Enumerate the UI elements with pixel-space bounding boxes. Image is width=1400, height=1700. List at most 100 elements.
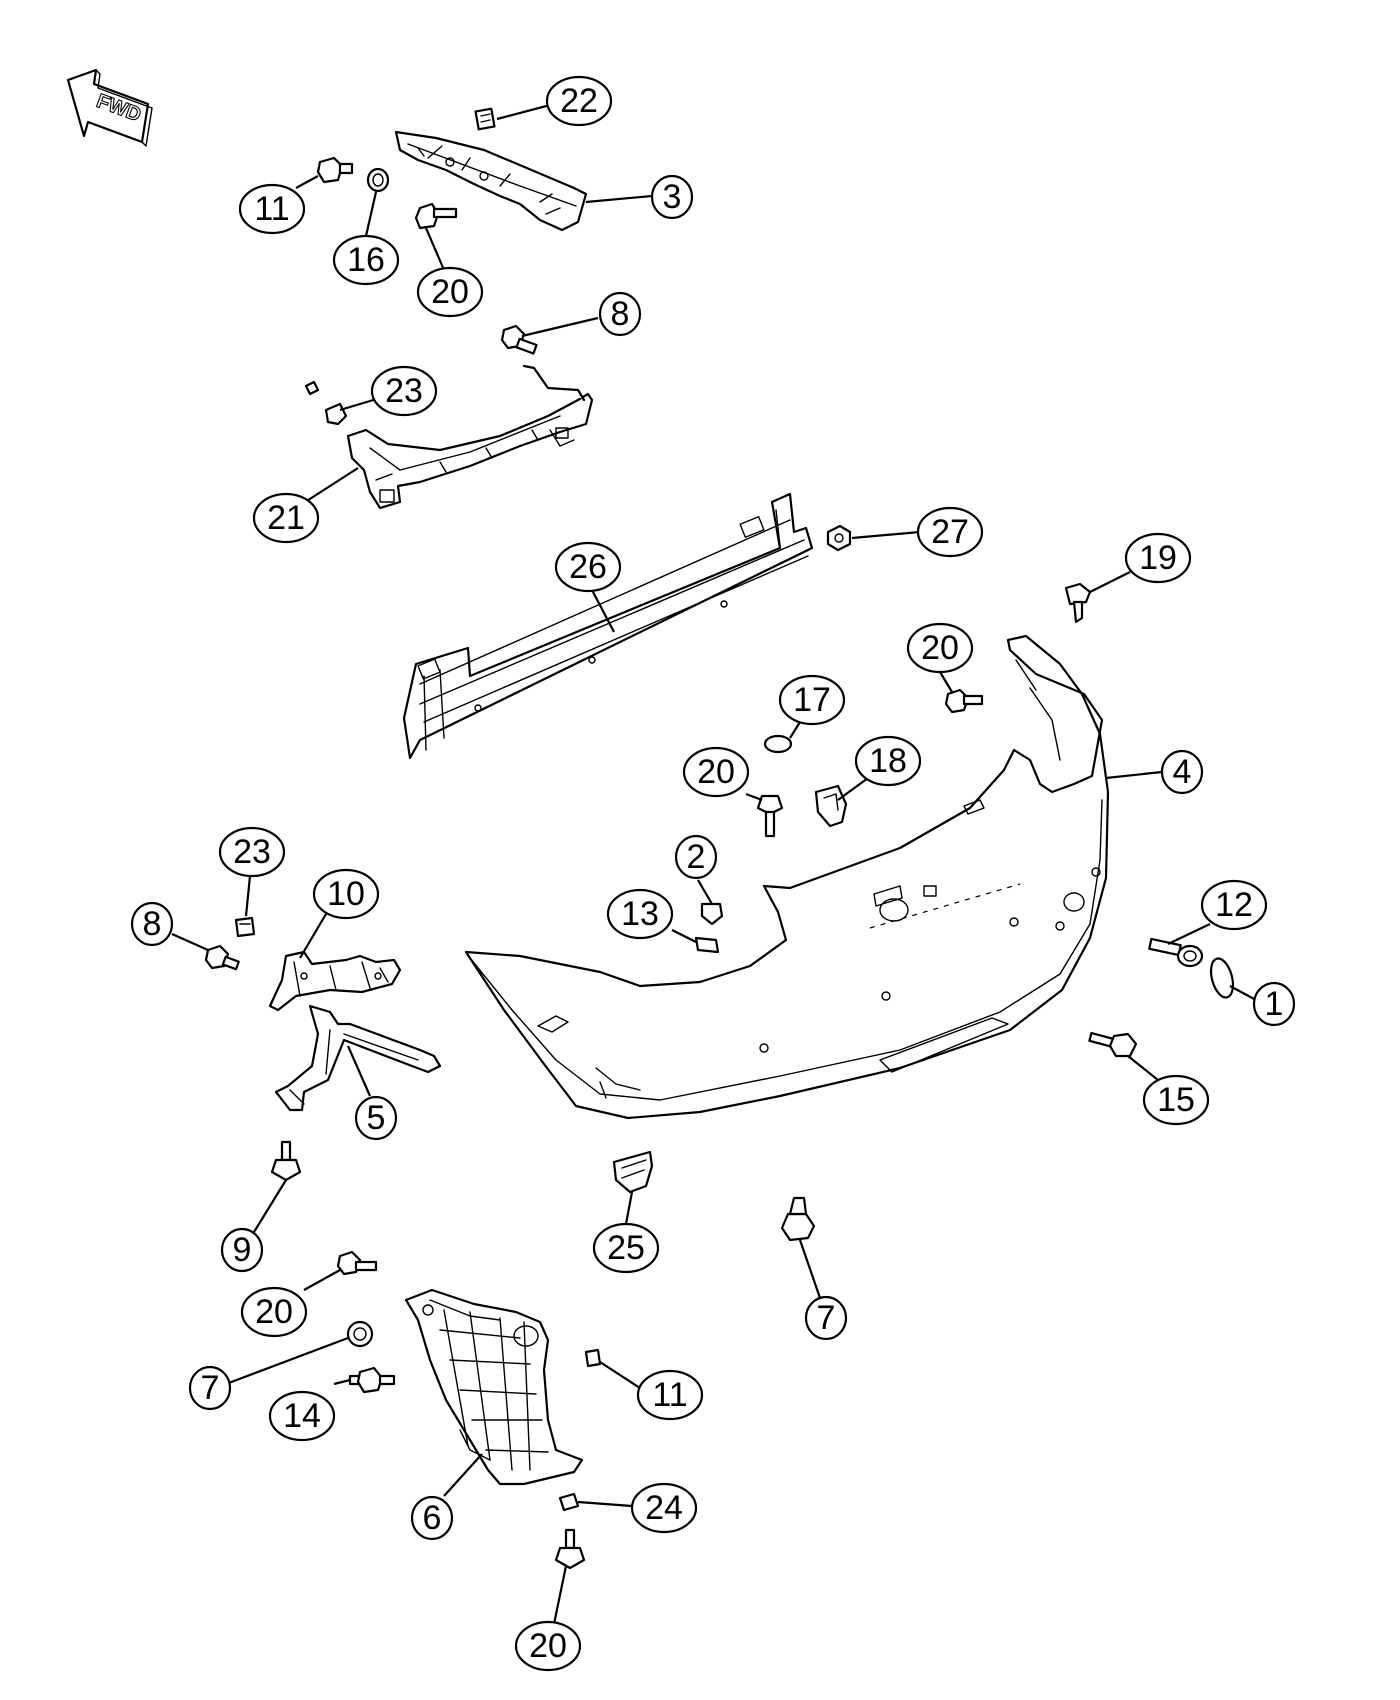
callout-20-top: 20	[416, 227, 484, 318]
callout-20-mid-label: 20	[921, 629, 959, 667]
callout-8-lower: 8	[130, 901, 209, 952]
part-6-splash-shield	[404, 1288, 584, 1486]
callout-20-bottom-label: 20	[529, 1627, 567, 1665]
part-5-lower-support	[274, 1004, 442, 1112]
callout-24-label: 24	[645, 1489, 683, 1527]
part-18-clip	[814, 784, 848, 828]
callout-26: 26	[554, 541, 622, 633]
callout-18-label: 18	[869, 742, 907, 780]
callout-6-label: 6	[423, 1499, 442, 1537]
callout-5: 5	[346, 1045, 398, 1141]
forward-direction-arrow: FWD	[66, 68, 153, 147]
callout-17: 17	[778, 674, 846, 739]
part-8-bolt-top	[500, 324, 538, 355]
callout-23-upper-label: 23	[385, 372, 423, 410]
callout-12: 12	[1167, 879, 1268, 945]
part-20-bolt-mid	[944, 688, 984, 714]
callout-11-top-label: 11	[254, 190, 289, 228]
callout-15: 15	[1127, 1055, 1210, 1126]
callout-2-label: 2	[687, 838, 706, 876]
part-17-pad	[763, 734, 793, 754]
callout-4-label: 4	[1173, 753, 1192, 791]
callout-27: 27	[851, 506, 984, 558]
callout-18: 18	[837, 735, 922, 801]
part-25-lamp	[612, 1150, 654, 1194]
callout-22-label: 22	[560, 82, 598, 120]
callout-23-lower: 23	[218, 826, 286, 917]
part-3-upper-bracket	[394, 130, 588, 232]
callout-19: 19	[1089, 532, 1192, 593]
callout-4: 4	[1105, 749, 1204, 795]
part-14-bolt	[348, 1366, 396, 1394]
callout-7-right-label: 7	[817, 1299, 836, 1337]
callout-10-label: 10	[327, 875, 365, 913]
part-7-nut-left	[346, 1320, 374, 1348]
callout-20-mid: 20	[906, 622, 974, 693]
part-23-clip-lower	[234, 916, 256, 938]
callout-16-label: 16	[347, 241, 385, 279]
callout-23-lower-label: 23	[233, 833, 271, 871]
part-24-clip	[558, 1492, 580, 1512]
callout-10: 10	[299, 868, 380, 959]
callout-20-top-label: 20	[431, 273, 469, 311]
part-10-bracket	[268, 950, 402, 1012]
callout-19-label: 19	[1139, 539, 1177, 577]
callout-20-lower-left-label: 20	[255, 1293, 293, 1331]
part-26-reinforcement-beam	[402, 492, 814, 760]
part-11-clip-lower	[584, 1348, 602, 1368]
callout-23-upper: 23	[339, 365, 438, 417]
callout-25: 25	[592, 1191, 660, 1274]
callout-22: 22	[496, 75, 613, 127]
part-15-bolt	[1088, 1031, 1138, 1058]
part-7-fastener-right	[780, 1196, 816, 1242]
callout-26-label: 26	[569, 548, 607, 586]
callout-2: 2	[674, 834, 718, 905]
callout-15-label: 15	[1157, 1081, 1195, 1119]
callout-12-label: 12	[1215, 886, 1253, 924]
callout-1-label: 1	[1265, 985, 1284, 1023]
callout-9: 9	[220, 1179, 287, 1273]
callout-7-right: 7	[798, 1239, 848, 1341]
callout-17-label: 17	[793, 681, 831, 719]
callout-14: 14	[268, 1378, 351, 1442]
part-27-nut	[826, 524, 852, 552]
callout-16: 16	[332, 191, 400, 286]
part-19-push-pin	[1064, 582, 1092, 624]
callout-27-label: 27	[931, 513, 969, 551]
callout-20-bottom: 20	[514, 1565, 582, 1672]
callout-21: 21	[252, 467, 359, 544]
part-20-bolt-center	[756, 794, 784, 838]
part-20-bolt-top	[414, 202, 458, 230]
callout-7-left: 7	[188, 1336, 349, 1411]
part-13-pad	[694, 936, 720, 954]
callout-13: 13	[606, 888, 697, 943]
part-22-clip	[474, 107, 496, 131]
part-11-nut-top	[316, 156, 354, 184]
callout-11-lower: 11	[599, 1361, 704, 1421]
callout-7-left-label: 7	[201, 1369, 220, 1407]
part-9-bolt	[270, 1140, 302, 1182]
callout-21-label: 21	[267, 499, 305, 537]
callout-3-label: 3	[663, 178, 682, 216]
callout-1: 1	[1229, 981, 1296, 1027]
callout-20-lower-left: 20	[240, 1269, 341, 1338]
callout-8-top: 8	[521, 291, 642, 338]
callout-11-top: 11	[238, 175, 319, 235]
callout-13-label: 13	[621, 895, 659, 933]
part-20-bolt-bottom	[554, 1528, 586, 1570]
part-12-tow-eye	[1148, 937, 1204, 968]
part-16-clip	[366, 167, 390, 193]
callout-3: 3	[585, 174, 694, 220]
part-4-bumper-fascia	[464, 634, 1110, 1120]
part-23-clip-upper	[304, 380, 348, 426]
callout-6: 6	[410, 1453, 483, 1541]
callout-5-label: 5	[367, 1099, 386, 1137]
callout-14-label: 14	[283, 1397, 321, 1435]
callout-9-label: 9	[233, 1231, 252, 1269]
callout-20-center-label: 20	[697, 753, 735, 791]
part-1-tow-cover	[1209, 957, 1235, 999]
part-8-bolt-lower	[204, 944, 240, 971]
part-20-bolt-lower-left	[336, 1250, 378, 1276]
callout-20-center: 20	[682, 746, 763, 802]
